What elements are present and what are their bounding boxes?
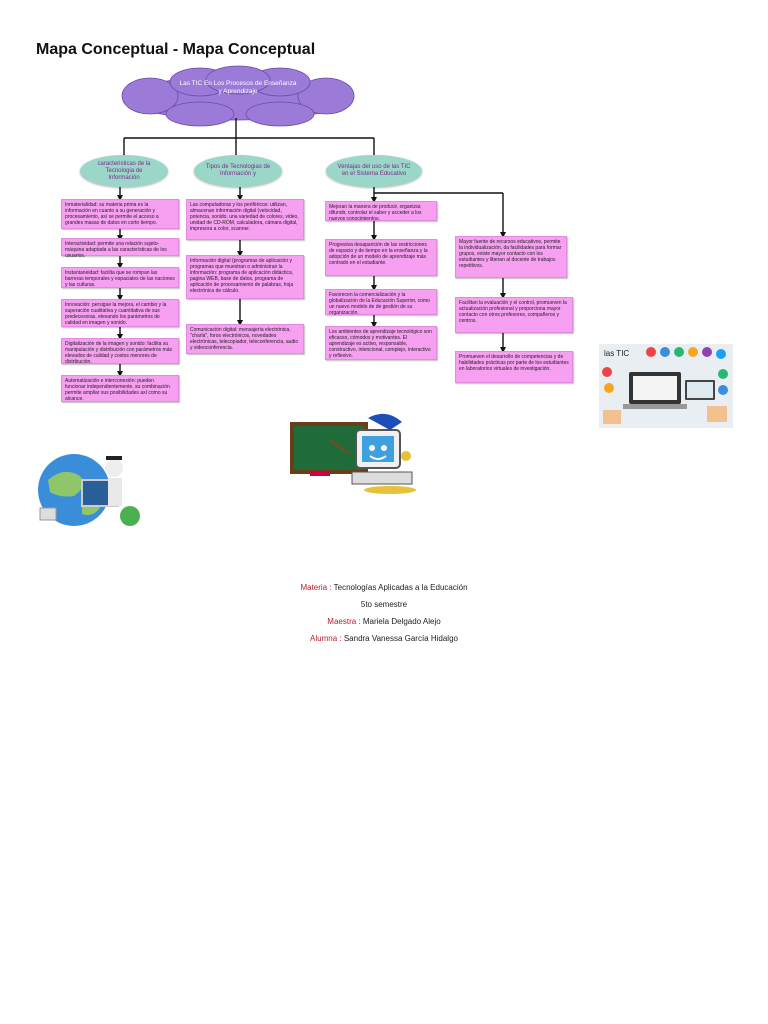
page-title: Mapa Conceptual - Mapa Conceptual	[36, 41, 316, 58]
ventaja-box: Mejoran la manera de producir, organizar…	[325, 201, 437, 222]
branch-ventajas: Ventajas del uso de las TIC en el Sistem…	[326, 155, 422, 187]
materia-value: Tecnologías Aplicadas a la Educación	[333, 583, 468, 592]
branch-caracteristicas: caracteristicas de la Tecnologia de Info…	[80, 155, 168, 187]
credits-semestre: 5to semestre	[360, 600, 408, 609]
caracteristica-box: Instantaneidad: facilita que se rompan l…	[61, 267, 179, 288]
globe-computer-image	[34, 446, 146, 534]
maestra-label: Maestra :	[327, 617, 361, 626]
tipo-box: Comunicación digital: mensajería electró…	[186, 324, 304, 354]
ventaja-box: Favorecen la comercialización y la globa…	[325, 289, 437, 316]
tipo-box: Información digital (programas de aplica…	[186, 255, 304, 299]
alumna-value: Sandra Vanessa García Hidalgo	[343, 634, 458, 643]
maestra-value: Mariela Delgado Alejo	[362, 617, 441, 626]
credits-maestra: Maestra : Mariela Delgado Alejo	[0, 617, 768, 626]
caracteristica-box: Interactividad: permite una relación suj…	[61, 238, 179, 259]
central-node: Las TIC En Los Procesos de Enseñanza y A…	[179, 80, 297, 95]
tic-collage-label: las TIC	[604, 349, 630, 358]
caracteristica-box: Innovación: persigue la mejora, el cambi…	[61, 299, 179, 327]
tipo-box: Las computadoras y los periféricos: util…	[186, 199, 304, 240]
tic-collage-image: las TIC	[599, 344, 733, 428]
credits-materia: Materia : Tecnologías Aplicadas a la Edu…	[0, 583, 768, 592]
ventaja-box: Mayor fuente de recursos educativos, per…	[455, 236, 567, 278]
alumna-label: Alumna :	[310, 634, 342, 643]
branch-tipos: Tipos de Tecnologias de Información y	[194, 155, 282, 187]
ventaja-box: Los ambientes de aprendizaje tecnológico…	[325, 326, 437, 360]
caracteristica-box: Automatización e interconexión: pueden f…	[61, 375, 179, 402]
ventaja-box: Progresiva desaparición de las restricci…	[325, 239, 437, 276]
ventaja-box: Promueven el desarrollo de competencias …	[455, 351, 573, 383]
central-cloud-shape	[121, 65, 355, 127]
credits-alumna: Alumna : Sandra Vanessa García Hidalgo	[0, 634, 768, 643]
materia-label: Materia :	[300, 583, 332, 592]
computer-teacher-image	[290, 410, 440, 495]
ventaja-box: Facilitan la evaluación y el control, pr…	[455, 297, 573, 333]
caracteristica-box: Digitalización de la imagen y sonido: fa…	[61, 338, 179, 365]
caracteristica-box: Inmaterialidad: su materia prima es la i…	[61, 199, 179, 229]
